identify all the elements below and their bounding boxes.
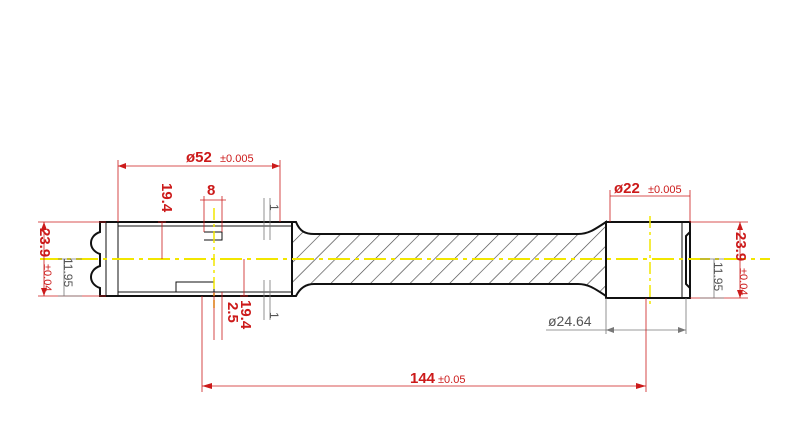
right-height-label: 23.9 [732,232,749,261]
slot-bottom [175,281,215,293]
dim-right-height: 23.9 ±0.04 11.95 [690,221,749,299]
dim-left-height: 23.9 ±0.04 11.95 [36,221,106,297]
dim-width-8: 8 [200,182,226,232]
right-diameter-tolerance: ±0.005 [648,184,682,196]
right-diameter-label: ø22 [614,180,640,197]
height-19-4-bottom-label: 19.4 [237,300,254,330]
left-end-notches [90,221,106,297]
small-mark-bottom: 1 [267,312,281,319]
dim-height-bottom: 2.5 19.4 [213,259,254,340]
dim-height-top: 19.4 [158,183,175,259]
small-marks: 1 1 [263,198,281,320]
slot-top [204,231,223,241]
right-half-label: 11.95 [711,262,725,291]
right-end-chamfer [682,221,691,299]
outer-diameter-tolerance: ±0.005 [220,153,254,165]
dim-right-diameter: ø22 ±0.005 [609,180,691,222]
length-label: 144 [410,370,436,387]
dim-length-144: 144 ±0.05 [201,296,647,392]
left-height-tolerance: ±0.04 [41,264,53,291]
width-8-label: 8 [207,182,215,199]
dim-diameter-24-64: ø24.64 [546,298,687,334]
left-half-label: 11.95 [61,258,75,287]
diameter-24-64-label: ø24.64 [548,313,592,329]
outer-diameter-label: ø52 [186,149,212,166]
left-height-label: 23.9 [36,228,53,257]
small-mark-top: 1 [267,204,281,211]
dim-outer-diameter: ø52 ±0.005 [117,149,281,222]
height-19-4-top-label: 19.4 [158,183,175,213]
length-tolerance: ±0.05 [438,374,465,386]
right-height-tolerance: ±0.04 [737,268,749,295]
slot-2-5-label: 2.5 [224,302,241,323]
